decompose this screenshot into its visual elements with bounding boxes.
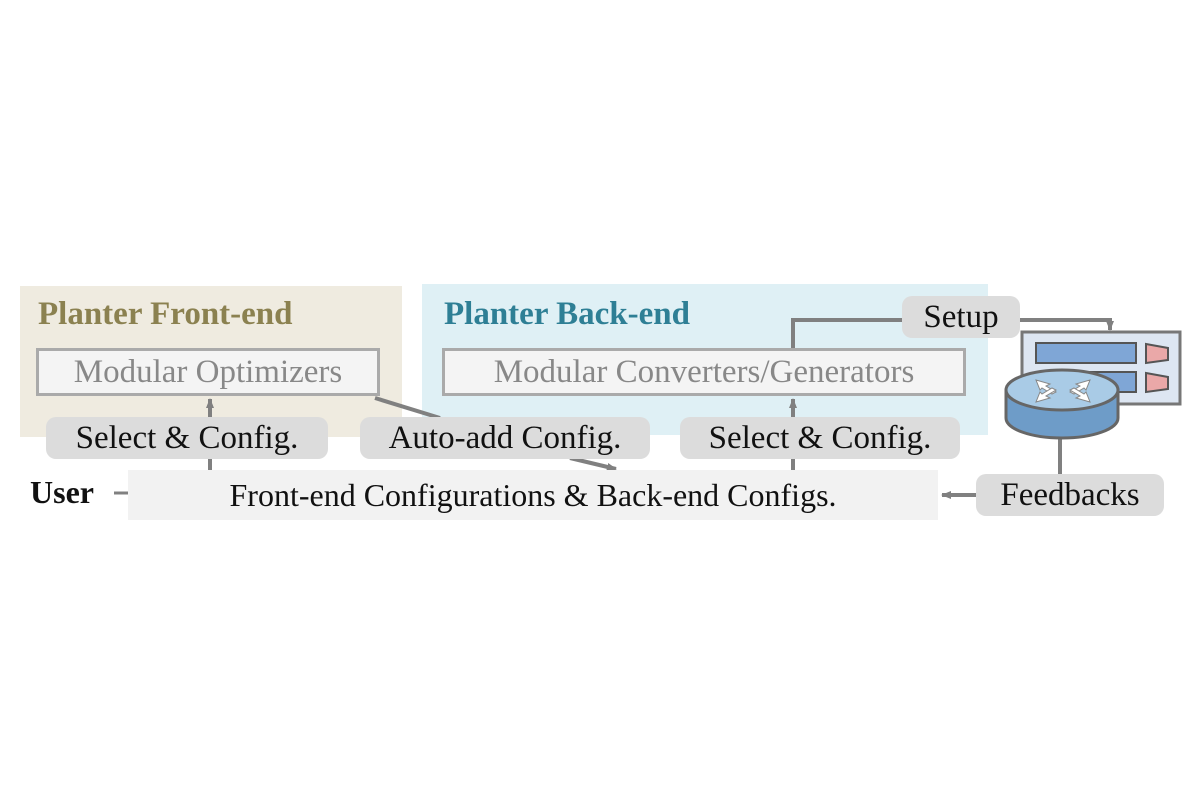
backend-select-config-label: Select & Config. [680,417,960,459]
frontend-select-config-label: Select & Config. [46,417,328,459]
modular-converters-box: Modular Converters/Generators [442,348,966,396]
configurations-text: Front-end Configurations & Back-end Conf… [229,476,837,513]
setup-line [791,318,905,348]
auto-add-arrow [569,456,617,471]
configurations-bar: Front-end Configurations & Back-end Conf… [128,470,938,520]
modular-optimizers-box: Modular Optimizers [36,348,380,396]
setup-label: Setup [902,296,1020,338]
setup-arrow [1018,318,1114,331]
backend-title: Planter Back-end [444,296,690,332]
user-label: User [30,474,94,510]
auto-add-line-top [374,396,441,420]
auto-add-config-label: Auto-add Config. [360,417,650,459]
frontend-title: Planter Front-end [38,296,293,332]
router-icon [1004,368,1120,440]
feedbacks-label: Feedbacks [976,474,1164,516]
